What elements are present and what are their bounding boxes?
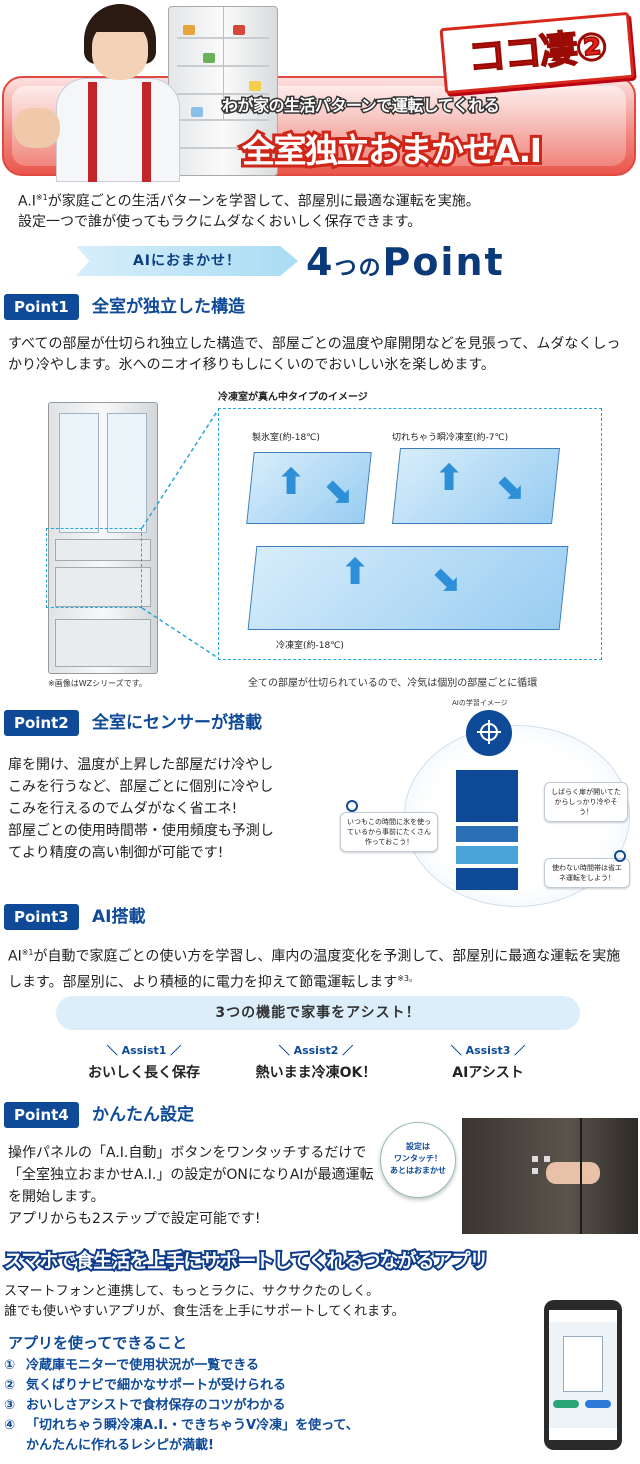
assist-bar: 3つの機能で家事をアシスト！ <box>56 996 580 1030</box>
app-subheading: アプリを使ってできること <box>8 1334 187 1352</box>
point4-text: 操作パネルの「A.I.自動」ボタンをワンタッチするだけで「全室独立おまかせA.I… <box>8 1145 374 1227</box>
hero-banner: わが家の生活パターンで運転してくれる 全室独立おまかせA.I ココ凄② <box>0 0 640 182</box>
point2-text: 扉を開け、温度が上昇した部屋だけ冷やしこみを行うなど、部屋ごとに個別に冷やしこみ… <box>8 757 274 861</box>
airflow-up-icon: ⬆ <box>434 458 465 499</box>
hero-title: 全室独立おまかせA.I <box>239 128 545 173</box>
ai-bubble-right-bottom: 使わない時間帯は省エネ運転をしよう！ <box>544 858 630 888</box>
image-note: ※画像はWZシリーズです。 <box>48 679 147 688</box>
assist3-name: AIアシスト <box>452 1065 524 1081</box>
one-touch-bubble: 設定は ワンタッチ！ あとはおまかせ <box>380 1122 456 1198</box>
child-figure <box>56 78 180 182</box>
assist1-tag: ＼ Assist1 ／ <box>106 1044 182 1057</box>
hero-fridge-image <box>168 6 278 176</box>
fridge-block-icon <box>456 770 518 822</box>
airflow-up-icon: ⬆ <box>276 462 307 503</box>
ai-bubble-left: いつもこの時間に氷を使っているから事前にたくさん作っておこう！ <box>340 812 438 852</box>
four-point-heading: 4つのPoint <box>306 240 505 284</box>
clock-icon <box>346 800 358 812</box>
ai-learning-label: AIの学習イメージ <box>452 699 508 707</box>
assist1-name: おいしく長く保存 <box>88 1065 200 1081</box>
fridge-structure-image <box>48 402 158 674</box>
point3-title: AI搭載 <box>92 907 146 927</box>
airflow-up-icon: ⬆ <box>340 552 371 593</box>
control-panel-photo <box>462 1118 638 1234</box>
airflow-down-icon: ⬊ <box>430 558 461 599</box>
freezer-box <box>247 546 569 630</box>
point4-label: Point4 <box>4 1102 79 1128</box>
clock-icon <box>614 850 626 862</box>
point1-text: すべての部屋が仕切られ独立した構造で、部屋ごとの温度や扉開閉などを見張って、ムダ… <box>8 336 621 373</box>
assist2-tag: ＼ Assist2 ／ <box>278 1044 354 1057</box>
point1-label: Point1 <box>4 294 79 320</box>
point3-text: AI※1が自動で家庭ごとの使い方を学習し、庫内の温度変化を予測して、部屋別に最適… <box>8 948 621 991</box>
point2-title: 全室にセンサーが搭載 <box>92 713 262 733</box>
app-heading: スマホで食生活を上手にサポートしてくれるつながるアプリ <box>2 1248 491 1274</box>
intro-text: A.I※1が家庭ごとの生活パターンを学習して、部屋別に最適な運転を実施。 設定一… <box>18 193 480 230</box>
assist3-tag: ＼ Assist3 ／ <box>450 1044 526 1057</box>
list-item: ④「切れちゃう瞬冷凍A.I.・できちゃうV冷凍」を使って、かんたんに作れるレシピ… <box>4 1418 359 1453</box>
diagram-frame <box>218 408 602 660</box>
point2-label: Point2 <box>4 710 79 736</box>
assist2-name: 熱いまま冷凍OK！ <box>255 1065 377 1081</box>
room-label-ice: 製氷室(約-18℃) <box>252 433 320 443</box>
ai-omakase-pill: AIにおまかせ！ <box>76 246 298 276</box>
quick-freeze-box <box>392 448 560 524</box>
ice-room-box <box>246 452 372 524</box>
ai-bubble-right-top: しばらく扉が開いてたからしっかり冷やそう！ <box>544 782 628 822</box>
ai-head-icon <box>466 710 512 756</box>
room-label-quick-freeze: 切れちゃう瞬冷凍室(約-7℃) <box>392 433 509 443</box>
point1-title: 全室が独立した構造 <box>92 297 245 317</box>
circulation-note: 全ての部屋が仕切られているので、冷気は個別の部屋ごとに循環 <box>248 678 538 689</box>
thumbs-up-hand <box>14 108 60 148</box>
hero-subtitle: わが家の生活パターンで運転してくれる <box>220 95 501 117</box>
room-label-freezer: 冷凍室(約-18℃) <box>276 641 344 651</box>
freezer-highlight <box>46 528 142 608</box>
point4-title: かんたん設定 <box>92 1105 194 1125</box>
airflow-down-icon: ⬊ <box>322 470 353 511</box>
airflow-down-icon: ⬊ <box>494 466 525 507</box>
app-description: スマートフォンと連携して、もっとラクに、サクサクたのしく。 誰でも使いやすいアプ… <box>4 1284 405 1319</box>
smartphone-app-image <box>544 1300 622 1450</box>
point3-label: Point3 <box>4 904 79 930</box>
connector-lines <box>141 409 219 659</box>
diagram-caption: 冷凍室が真ん中タイプのイメージ <box>218 392 368 403</box>
